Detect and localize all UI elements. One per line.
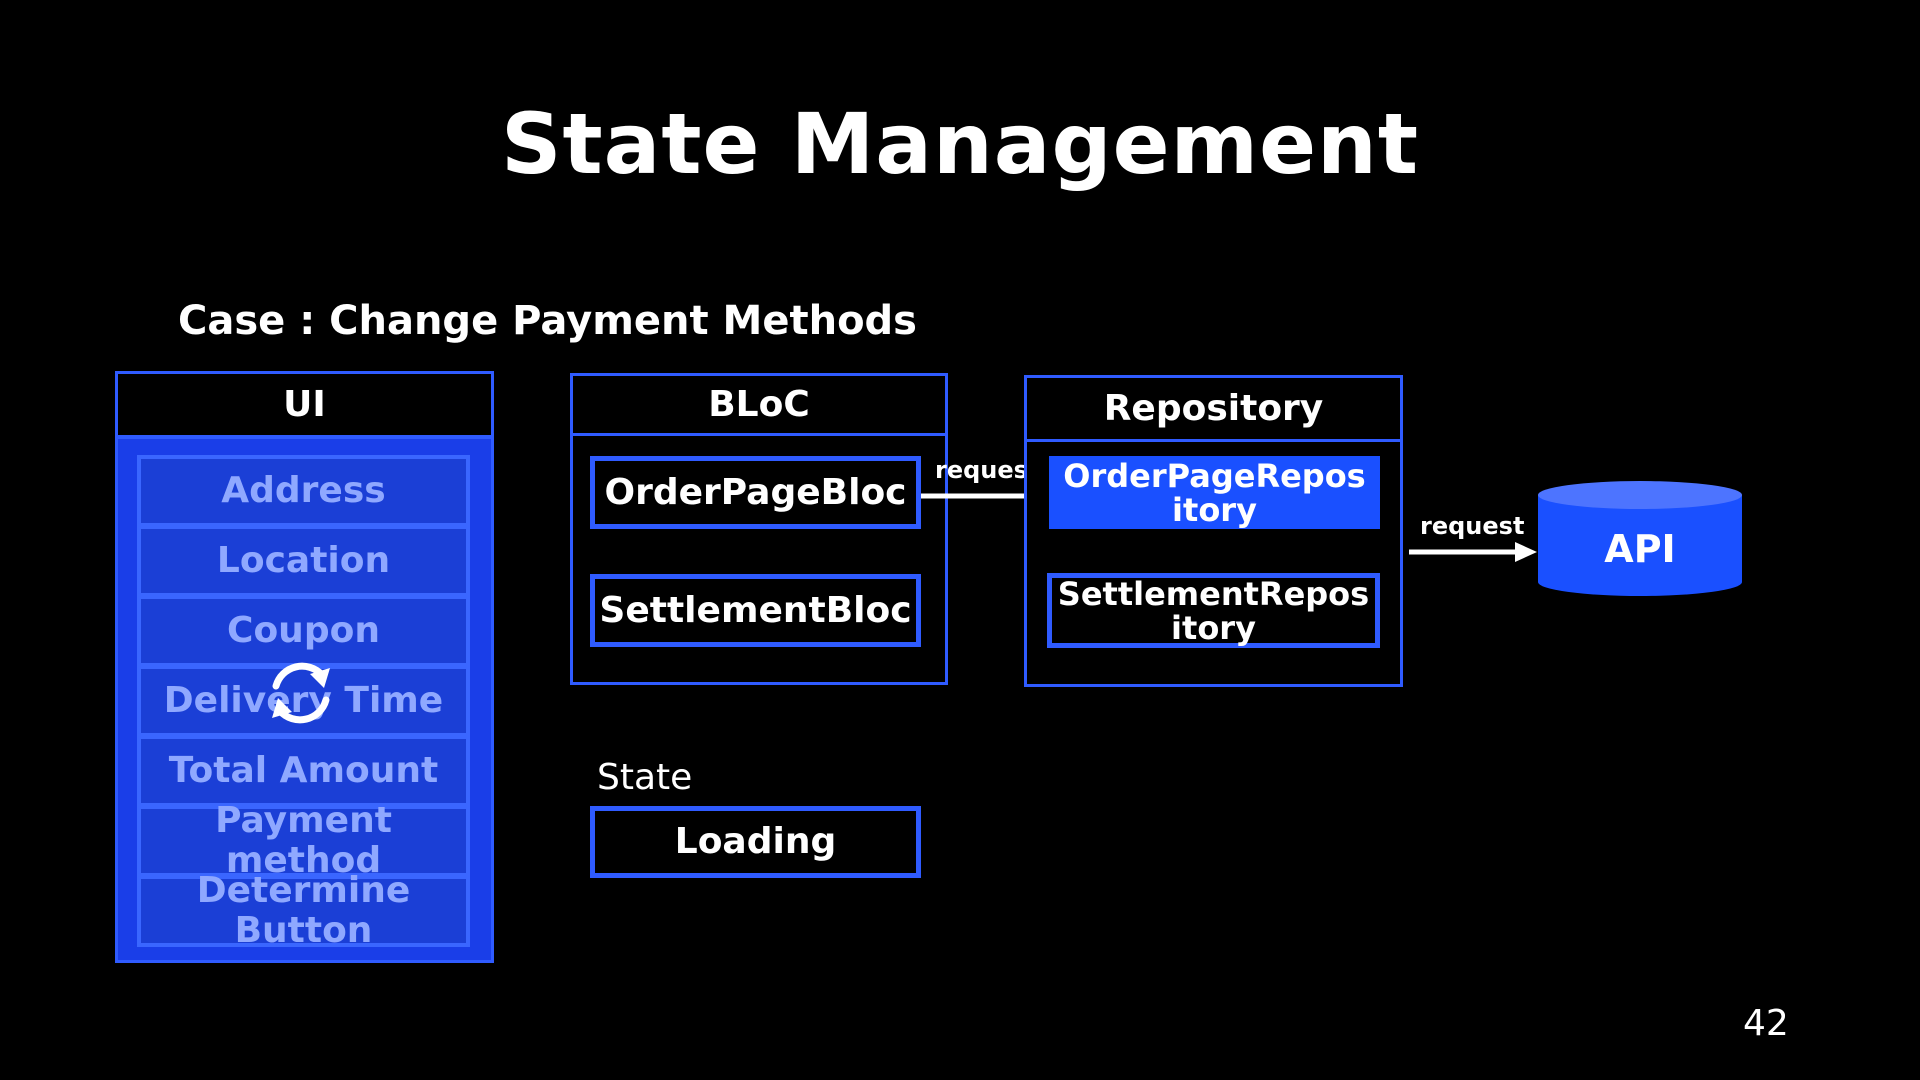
ui-item-coupon: Coupon	[137, 595, 470, 667]
slide-title: State Management	[500, 95, 1419, 193]
refresh-icon	[272, 662, 330, 724]
repository-header: Repository	[1024, 375, 1403, 442]
ui-item-delivery-time: Delivery Time	[137, 665, 470, 737]
ui-item-determine-button: Determine Button	[137, 871, 470, 951]
api-database-icon: API	[1538, 481, 1742, 596]
settlement-repository: SettlementRepository	[1047, 573, 1380, 648]
request-label-bloc: request	[935, 456, 1040, 484]
state-label: State	[597, 757, 693, 798]
api-label: API	[1604, 527, 1675, 571]
order-page-repository: OrderPageRepository	[1049, 456, 1380, 529]
page-number: 42	[1743, 1003, 1789, 1044]
case-subtitle: Case : Change Payment Methods	[178, 298, 917, 344]
ui-item-payment-method: Payment method	[137, 801, 470, 881]
ui-item-total-amount: Total Amount	[137, 735, 470, 807]
request-label-repo: request	[1420, 512, 1525, 540]
order-page-bloc: OrderPageBloc	[590, 456, 921, 529]
settlement-bloc: SettlementBloc	[590, 574, 921, 647]
ui-item-address: Address	[137, 455, 470, 527]
bloc-header: BLoC	[570, 373, 948, 436]
ui-header: UI	[115, 371, 494, 438]
ui-item-location: Location	[137, 525, 470, 597]
arrow-repo-to-api	[1409, 542, 1537, 562]
state-value-box: Loading	[590, 806, 921, 878]
